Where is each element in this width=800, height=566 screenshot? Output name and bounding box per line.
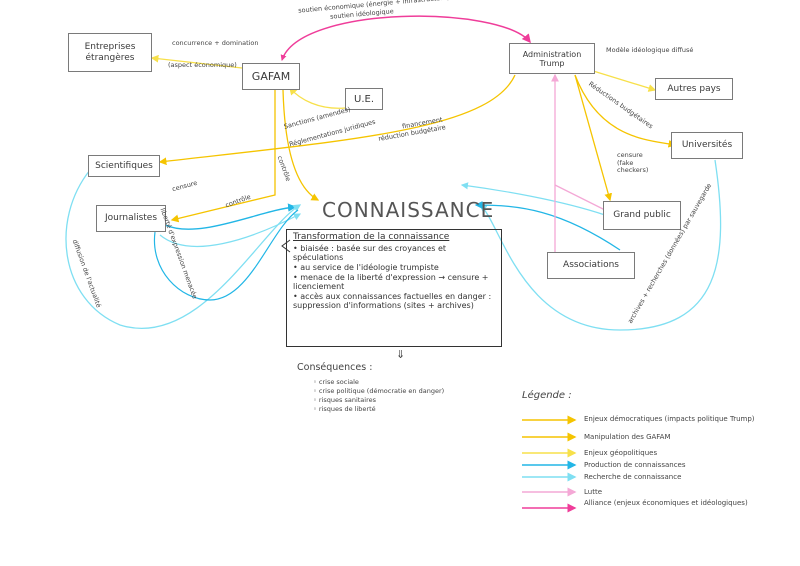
label-censure-fake: censure (fake checkers)	[617, 151, 649, 174]
edge-scient-loop	[65, 169, 302, 329]
node-entreprises-label: Entreprises étrangères	[84, 41, 136, 63]
node-entreprises: Entreprises étrangères	[68, 33, 152, 72]
node-scientifiques: Scientifiques	[88, 155, 160, 177]
node-associations-label: Associations	[563, 260, 619, 270]
center-item: • accès aux connaissances factuelles en …	[293, 292, 492, 310]
node-journalistes-label: Journalistes	[104, 213, 158, 223]
consequences-heading: Conséquences :	[297, 362, 373, 373]
node-ue-label: U.E.	[354, 93, 374, 105]
legend-item: Enjeux géopolitiques	[584, 449, 658, 457]
consequences-list: ◦ crise sociale ◦ crise politique (démoc…	[313, 378, 444, 414]
node-scientifiques-label: Scientifiques	[95, 160, 153, 171]
diagram-title: CONNAISSANCE	[322, 198, 495, 222]
consequence-item: ◦ crise sociale	[313, 378, 359, 386]
node-grand-public: Grand public	[603, 201, 681, 230]
consequence-item: ◦ risques de liberté	[313, 405, 376, 413]
legend-item: Production de connaissances	[584, 461, 686, 469]
node-ue: U.E.	[345, 88, 383, 110]
edge-journal-conn	[164, 203, 297, 230]
center-item: • biaisée : basée sur des croyances et s…	[293, 244, 446, 262]
center-item: • au service de l'idéologie trumpiste	[293, 263, 439, 272]
down-arrow: ⇓	[396, 348, 406, 361]
center-item: • menace de la liberté d'expression → ce…	[293, 273, 489, 291]
legend-item: Alliance (enjeux économiques et idéologi…	[584, 499, 748, 507]
label-concurrence: concurrence + domination	[172, 39, 259, 47]
edge-gafam-journal	[170, 90, 276, 223]
node-universites-label: Universités	[681, 140, 733, 150]
edge-gafam-entreprises	[150, 54, 243, 69]
node-gafam: GAFAM	[242, 63, 300, 90]
label-modele: Modèle idéologique diffusé	[606, 46, 694, 54]
edge-gafam-conn	[282, 89, 320, 201]
edge-gafam-admin	[281, 15, 531, 61]
edge-ue-gafam	[289, 87, 346, 109]
edge-admin-univ	[574, 74, 677, 148]
center-box: Transformation de la connaissance • biai…	[286, 229, 502, 347]
edge-admin-public	[574, 74, 613, 202]
label-aspect: (aspect économique)	[168, 61, 237, 69]
node-grand-public-label: Grand public	[613, 210, 671, 220]
legend-item: Enjeux démocratiques (impacts politique …	[584, 415, 755, 423]
legend-item: Lutte	[584, 488, 603, 496]
edge-admin-autres	[589, 69, 657, 92]
edge-univ-loop	[478, 159, 722, 331]
edge-admin-scient	[158, 74, 516, 166]
node-universites: Universités	[671, 132, 743, 159]
consequence-item: ◦ risques sanitaires	[313, 396, 377, 404]
legend-title: Légende :	[522, 390, 572, 401]
node-autres-pays-label: Autres pays	[667, 83, 721, 94]
node-autres-pays: Autres pays	[655, 78, 733, 100]
legend-swatches	[522, 415, 577, 513]
consequence-item: ◦ crise politique (démocratie en danger)	[313, 387, 445, 395]
node-journalistes: Journalistes	[96, 205, 166, 232]
center-heading: Transformation de la connaissance	[293, 232, 450, 242]
legend-item: Recherche de connaissance	[584, 473, 682, 481]
node-admin-label: Administration Trump	[522, 49, 582, 68]
node-admin: Administration Trump	[509, 43, 595, 74]
node-gafam-label: GAFAM	[251, 70, 291, 83]
legend-item: Manipulation des GAFAM	[584, 433, 671, 441]
node-associations: Associations	[547, 252, 635, 279]
